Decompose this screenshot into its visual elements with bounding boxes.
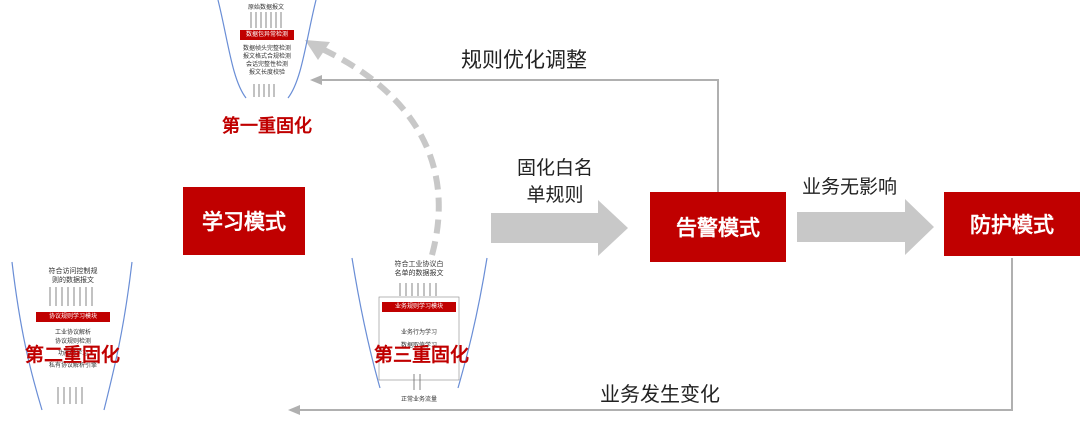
funnel-second-module: 协议规则学习模块 [36,312,110,322]
whitelist-label: 固化白名 单规则 [505,155,605,209]
funnel-third-module: 业务规则学习模块 [382,302,456,312]
change-label: 业务发生变化 [600,382,720,406]
funnel-first-label: 第一重固化 [222,116,312,137]
funnel-second-label: 第二重固化 [25,344,121,366]
funnel-first-item: 报文长度校验 [248,69,285,76]
learn-mode-box: 学习模式 [183,187,305,255]
funnel-second-shape [11,261,133,411]
funnel-third-shape [351,257,488,390]
funnel-second-input-line1: 符合访问控制规 [48,267,98,275]
funnel-second-item: 功能码学习 [57,350,88,357]
optimize-label: 规则优化调整 [461,48,587,72]
dashed-arrowhead [305,40,330,60]
funnel-third-output: 正常业务流量 [400,396,437,403]
funnel-first-item: 会话完整性检测 [245,61,288,68]
alert-mode-box: 告警模式 [650,192,786,262]
whitelist-label-line2: 单规则 [526,184,584,206]
funnel-second-item: 协议规则检测 [54,338,91,345]
funnel-third-input-line1: 符合工业协议白 [394,260,444,268]
funnel-third-item: 数据取值学习 [400,342,437,349]
alert-mode-label: 告警模式 [676,216,760,240]
funnel-second-item: 私有协议解析引擎 [48,362,97,369]
protect-mode-label: 防护模式 [970,213,1054,237]
funnel-first-input: 原始数据报文 [247,4,284,11]
no-impact-label: 业务无影响 [802,176,898,198]
change-line [296,258,1013,411]
optimize-arrowhead [310,75,322,85]
funnel-third-label: 第三重固化 [374,344,470,366]
whitelist-label-line1: 固化白名 [516,157,593,179]
no-impact-arrow [797,199,934,255]
funnel-first-item: 报文格式合规检测 [242,53,291,60]
funnel-first-module: 数据包异常检测 [240,30,294,40]
funnel-second-item: 工业协议解析 [54,329,91,336]
funnel-third-input-line2: 名单的数据报文 [394,269,444,277]
funnel-second-input-line2: 则的数据报文 [52,276,94,284]
change-arrowhead [288,405,300,415]
funnel-first-shape [217,0,317,99]
funnel-first-item: 数据帧头完整检测 [242,45,291,52]
learn-mode-label: 学习模式 [202,210,286,234]
optimize-line [318,79,719,192]
dashed-curve-arrow [318,45,442,256]
protect-mode-box: 防护模式 [944,192,1080,256]
whitelist-arrow [491,200,628,256]
funnel-third-item: 业务行为学习 [400,329,437,336]
